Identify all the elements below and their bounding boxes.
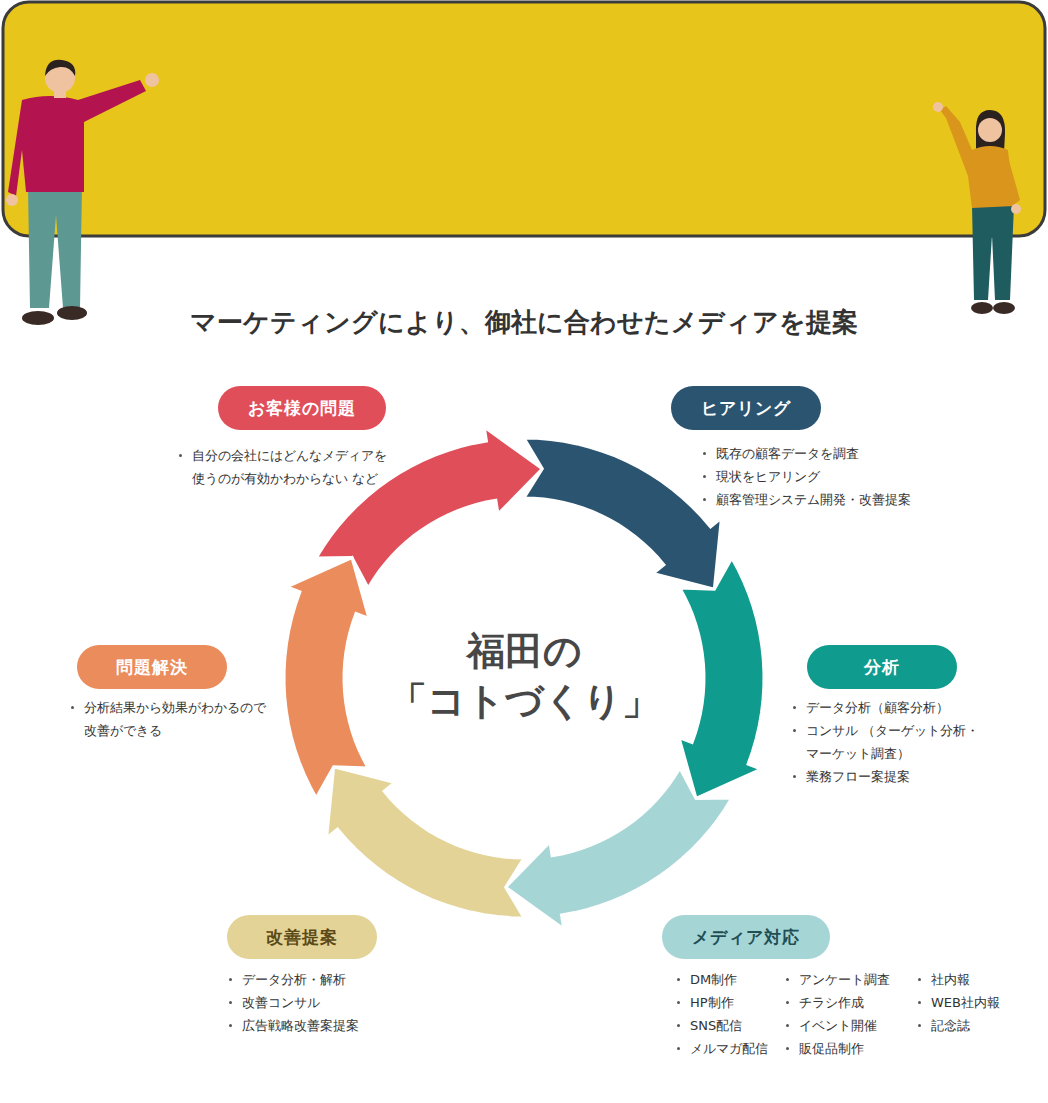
list-text: チラシ作成	[799, 995, 864, 1010]
step-pill: 分析データ分析（顧客分析）コンサル （ターゲット分析・マーケット調査）業務フロー…	[807, 645, 957, 689]
bullet-dot	[786, 1047, 789, 1050]
bullet-dot	[918, 1001, 921, 1004]
list-text: データ分析・解析	[242, 972, 346, 987]
list-item: データ分析（顧客分析）	[790, 696, 949, 719]
list-item: アンケート調査	[783, 968, 890, 991]
bullet-dot	[677, 1024, 680, 1027]
list-item: チラシ作成	[783, 991, 864, 1014]
center-label: 福田の 「コトづくり」	[374, 626, 674, 726]
bullet-dot	[71, 706, 74, 709]
list-text: SNS配信	[690, 1018, 742, 1033]
list-item: コンサル （ターゲット分析・マーケット調査）	[790, 719, 1048, 765]
list-text: コンサル （ターゲット分析・マーケット調査）	[806, 723, 979, 761]
list-text: 自分の会社にはどんなメディアを 使うのが有効かわからない など	[192, 448, 387, 486]
cycle-arrow	[506, 768, 732, 929]
list-text: 広告戦略改善案提案	[242, 1018, 359, 1033]
list-item: 販促品制作	[783, 1037, 864, 1060]
bullet-dot	[677, 1047, 680, 1050]
title: マーケティングにより、御社に合わせたメディアを提案	[0, 302, 1048, 342]
bullet-dot	[786, 1001, 789, 1004]
list-item: 顧客管理システム開発・改善提案	[700, 488, 911, 511]
bullet-dot	[229, 978, 232, 981]
bullet-dot	[677, 1001, 680, 1004]
list-item: データ分析・解析	[226, 968, 346, 991]
bullet-dot	[786, 978, 789, 981]
step-pill: メディア対応DM制作HP制作SNS配信メルマガ配信アンケート調査チラシ作成イベン…	[662, 915, 830, 959]
list-item: SNS配信	[674, 1014, 742, 1037]
list-item: 既存の顧客データを調査	[700, 442, 859, 465]
list-item: 広告戦略改善案提案	[226, 1014, 359, 1037]
banner	[3, 2, 1045, 236]
bullet-dot	[677, 978, 680, 981]
list-item: WEB社内報	[915, 991, 1000, 1014]
step-heading: メディア対応	[692, 915, 800, 959]
step-pill: 問題解決分析結果から効果がわかるので 改善ができる	[77, 645, 227, 689]
bullet-dot	[793, 775, 796, 778]
list-text: 社内報	[931, 972, 970, 987]
list-item: 記念誌	[915, 1014, 970, 1037]
bullet-dot	[703, 475, 706, 478]
list-text: 既存の顧客データを調査	[716, 446, 859, 461]
step-heading: お客様の問題	[248, 386, 356, 430]
list-item: 現状をヒアリング	[700, 465, 820, 488]
list-text: データ分析（顧客分析）	[806, 700, 949, 715]
list-text: 業務フロー案提案	[806, 769, 910, 784]
cycle-arrow	[284, 558, 369, 798]
list-text: 改善コンサル	[242, 995, 320, 1010]
list-item: 自分の会社にはどんなメディアを 使うのが有効かわからない など	[176, 444, 392, 490]
bullet-dot	[918, 978, 921, 981]
list-text: DM制作	[690, 972, 737, 987]
step-heading: 改善提案	[266, 915, 338, 959]
cycle-arrow	[524, 438, 721, 589]
step-pill: お客様の問題自分の会社にはどんなメディアを 使うのが有効かわからない など	[218, 386, 386, 430]
bullet-dot	[918, 1024, 921, 1027]
man-figure	[6, 60, 159, 325]
step-heading: 分析	[864, 645, 900, 689]
list-text: HP制作	[690, 995, 734, 1010]
list-text: 販促品制作	[799, 1041, 864, 1056]
list-text: アンケート調査	[799, 972, 890, 987]
bullet-dot	[703, 498, 706, 501]
list-text: WEB社内報	[931, 995, 1000, 1010]
cycle-arrow	[679, 558, 764, 798]
list-text: 現状をヒアリング	[716, 469, 820, 484]
list-item: イベント開催	[783, 1014, 877, 1037]
list-text: 分析結果から効果がわかるので 改善ができる	[84, 700, 266, 738]
list-item: DM制作	[674, 968, 737, 991]
list-item: 業務フロー案提案	[790, 765, 910, 788]
list-item: 分析結果から効果がわかるので 改善ができる	[68, 696, 284, 742]
list-text: メルマガ配信	[690, 1041, 768, 1056]
bullet-dot	[229, 1001, 232, 1004]
cycle-ring	[284, 427, 764, 929]
list-text: 記念誌	[931, 1018, 970, 1033]
cycle-arrow	[327, 767, 524, 918]
step-heading: ヒアリング	[701, 386, 791, 430]
list-item: 社内報	[915, 968, 970, 991]
bullet-dot	[179, 454, 182, 457]
list-item: メルマガ配信	[674, 1037, 768, 1060]
list-item: HP制作	[674, 991, 734, 1014]
bullet-dot	[229, 1024, 232, 1027]
bullet-dot	[703, 452, 706, 455]
woman-figure	[933, 102, 1021, 314]
bullet-dot	[793, 729, 796, 732]
list-item: 改善コンサル	[226, 991, 320, 1014]
step-heading: 問題解決	[116, 645, 188, 689]
list-text: 顧客管理システム開発・改善提案	[716, 492, 911, 507]
list-text: イベント開催	[799, 1018, 877, 1033]
bullet-dot	[793, 706, 796, 709]
bullet-dot	[786, 1024, 789, 1027]
step-pill: ヒアリング既存の顧客データを調査現状をヒアリング顧客管理システム開発・改善提案	[671, 386, 821, 430]
step-pill: 改善提案データ分析・解析改善コンサル広告戦略改善案提案	[227, 915, 377, 959]
